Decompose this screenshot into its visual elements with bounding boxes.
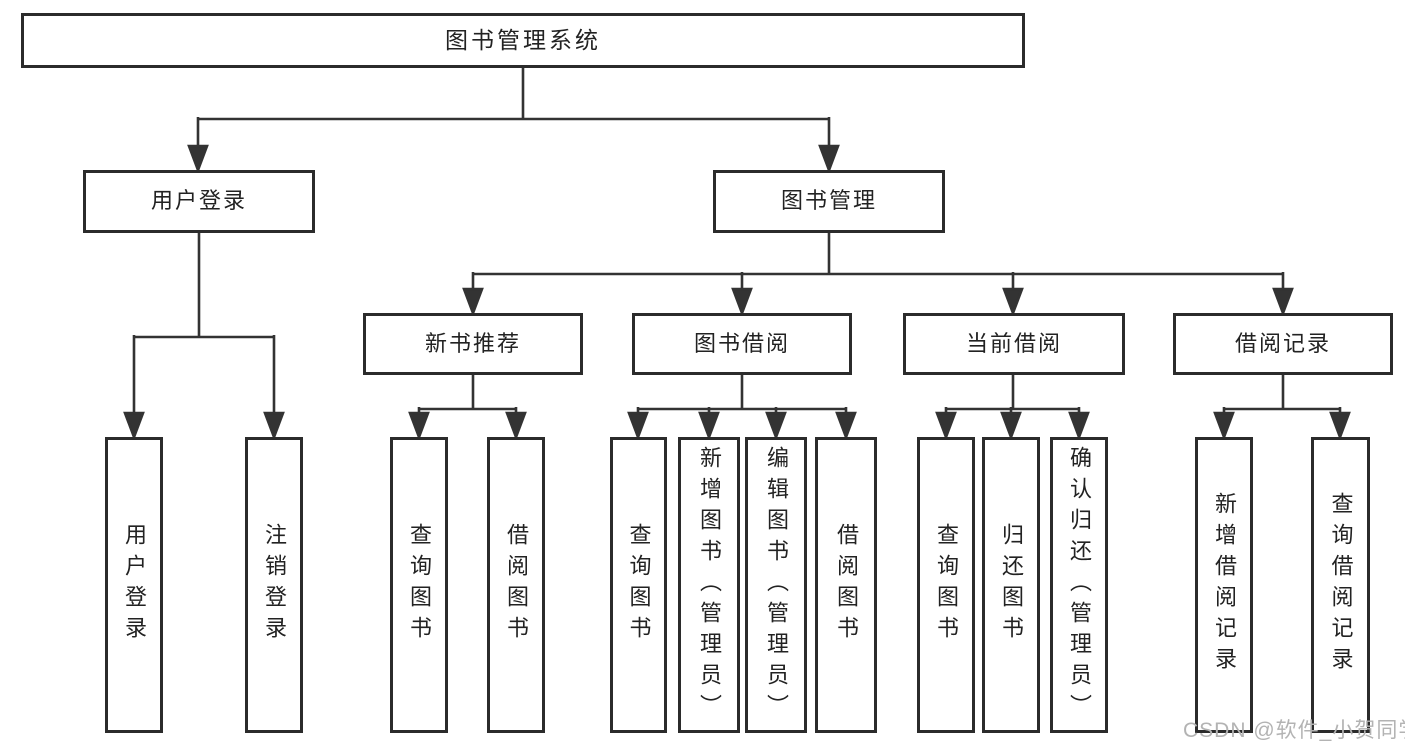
node-br-add-record-label: 新增借阅记录: [1212, 492, 1237, 678]
node-rec-borrow-book-label: 借阅图书: [504, 523, 529, 647]
node-br-add-record: 新增借阅记录: [1195, 437, 1253, 733]
node-book-management-branch: 图书管理: [713, 170, 945, 233]
node-rec-query-book: 查询图书: [390, 437, 448, 733]
node-book-management-branch-label: 图书管理: [780, 188, 877, 214]
node-br-query-record-label: 查询借阅记录: [1328, 492, 1354, 678]
node-cb-confirm-return-label: 确认归还（管理员）: [1067, 445, 1092, 725]
node-library-management-system: 图书管理系统: [21, 13, 1025, 68]
node-bb-add-book-label: 新增图书（管理员）: [697, 445, 722, 725]
node-bb-query-book-label: 查询图书: [626, 523, 652, 647]
node-bb-edit-book: 编辑图书（管理员）: [745, 437, 807, 733]
node-user-login-branch-label: 用户登录: [150, 188, 247, 214]
node-new-book-recommend: 新书推荐: [363, 313, 583, 375]
node-rec-borrow-book: 借阅图书: [487, 437, 545, 733]
node-leaf-user-login: 用户登录: [105, 437, 163, 733]
node-cb-query-book-label: 查询图书: [934, 523, 959, 647]
node-bb-borrow-book-label: 借阅图书: [834, 523, 859, 647]
node-cb-return-book: 归还图书: [982, 437, 1040, 733]
connector-user-login-to-leaves: [123, 233, 285, 441]
connector-new-book-recommend-to-leaves: [408, 375, 527, 441]
node-bb-edit-book-label: 编辑图书（管理员）: [764, 445, 789, 725]
connector-book-management-to-level3: [462, 233, 1294, 317]
node-cb-return-book-label: 归还图书: [999, 523, 1024, 647]
node-current-borrowing: 当前借阅: [903, 313, 1125, 375]
node-cb-query-book: 查询图书: [917, 437, 975, 733]
node-rec-query-book-label: 查询图书: [407, 523, 432, 647]
node-borrowing-records: 借阅记录: [1173, 313, 1393, 375]
connector-root-to-level2: [187, 68, 840, 174]
watermark: CSDN @软件_小贺同学: [1183, 719, 1405, 742]
node-book-borrowing: 图书借阅: [632, 313, 852, 375]
node-bb-query-book: 查询图书: [610, 437, 667, 733]
node-bb-add-book: 新增图书（管理员）: [678, 437, 740, 733]
node-borrowing-records-label: 借阅记录: [1234, 330, 1331, 356]
node-book-borrowing-label: 图书借阅: [693, 330, 790, 356]
node-leaf-logout: 注销登录: [245, 437, 303, 733]
node-bb-borrow-book: 借阅图书: [815, 437, 877, 733]
node-cb-confirm-return: 确认归还（管理员）: [1050, 437, 1108, 733]
connector-borrowing-records-to-leaves: [1213, 375, 1351, 441]
node-br-query-record: 查询借阅记录: [1311, 437, 1370, 733]
node-new-book-recommend-label: 新书推荐: [424, 330, 521, 356]
node-leaf-logout-label: 注销登录: [262, 523, 287, 647]
node-leaf-user-login-label: 用户登录: [122, 523, 147, 647]
node-current-borrowing-label: 当前借阅: [965, 330, 1062, 356]
node-library-management-system-label: 图书管理系统: [445, 26, 601, 53]
node-user-login-branch: 用户登录: [83, 170, 315, 233]
connector-book-borrowing-to-leaves: [627, 375, 857, 441]
connector-current-borrowing-to-leaves: [935, 375, 1090, 441]
